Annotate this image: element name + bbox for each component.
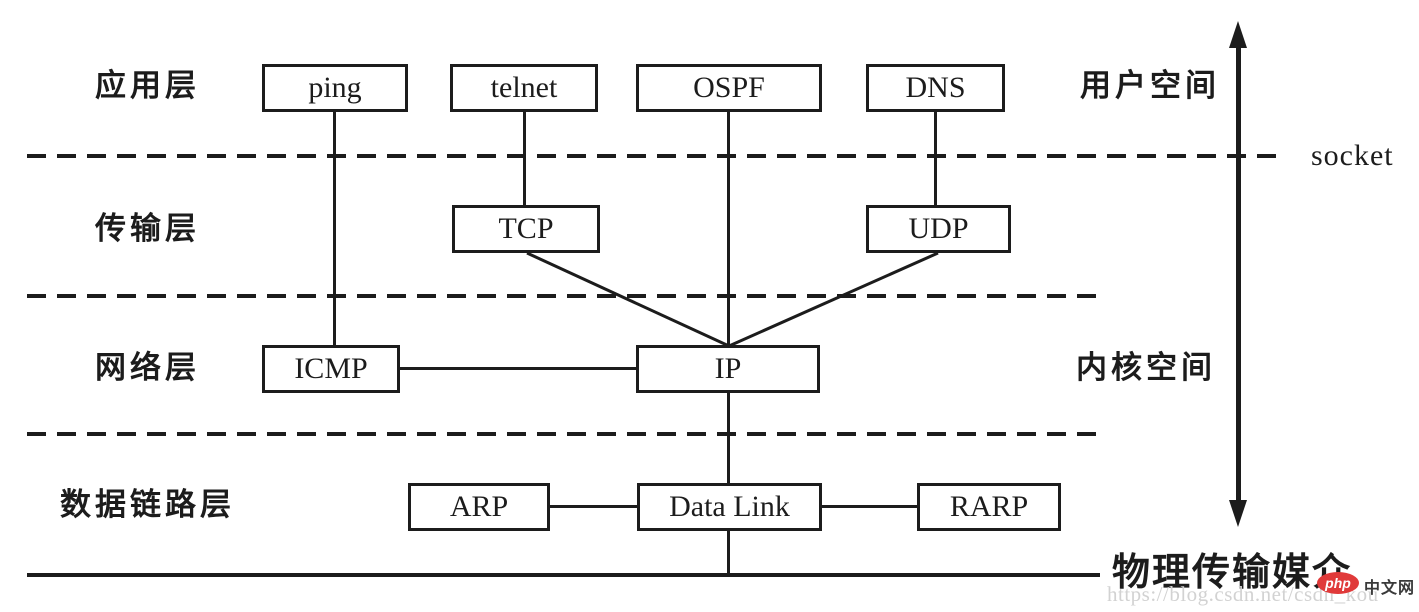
separator-socket	[27, 154, 1278, 158]
connector-ip-datalink	[727, 393, 730, 483]
box-ospf: OSPF	[636, 64, 822, 112]
connector-icmp-ip	[400, 367, 636, 370]
php-logo-icon: php	[1317, 572, 1359, 594]
user-space-label: 用户空间	[1080, 68, 1220, 103]
box-tcp: TCP	[452, 205, 600, 253]
layer-label-application: 应用层	[95, 68, 200, 103]
box-udp: UDP	[866, 205, 1011, 253]
kernel-space-label: 内核空间	[1076, 350, 1216, 385]
connector-telnet-tcp	[523, 112, 526, 205]
connector-ospf-ip	[727, 112, 730, 345]
box-ip: IP	[636, 345, 820, 393]
layer-label-datalink: 数据链路层	[60, 487, 235, 522]
connector-datalink-rarp	[822, 505, 917, 508]
php-site-name: 中文网	[1364, 580, 1416, 597]
box-ping: ping	[262, 64, 408, 112]
box-arp: ARP	[408, 483, 550, 531]
box-rarp: RARP	[917, 483, 1061, 531]
box-dns: DNS	[866, 64, 1005, 112]
connector-dns-udp	[934, 112, 937, 205]
separator-network	[27, 294, 1103, 298]
layer-label-network: 网络层	[95, 350, 200, 385]
box-telnet: telnet	[450, 64, 598, 112]
socket-label: socket	[1311, 139, 1394, 172]
arrow-up-head-icon	[1229, 21, 1247, 48]
arrow-down-head-icon	[1229, 500, 1247, 527]
connector-ping-icmp	[333, 112, 336, 345]
connector-arp-datalink	[550, 505, 637, 508]
connector-tcp-ip	[526, 251, 730, 348]
box-datalink: Data Link	[637, 483, 822, 531]
space-arrow-line	[1236, 44, 1241, 503]
physical-medium-label: 物理传输媒介	[1112, 552, 1353, 594]
connector-datalink-medium	[727, 531, 730, 575]
physical-medium-line	[27, 573, 1100, 577]
separator-datalink	[27, 432, 1103, 436]
layer-label-transport: 传输层	[95, 211, 200, 246]
box-icmp: ICMP	[262, 345, 400, 393]
connector-udp-ip	[728, 251, 939, 348]
